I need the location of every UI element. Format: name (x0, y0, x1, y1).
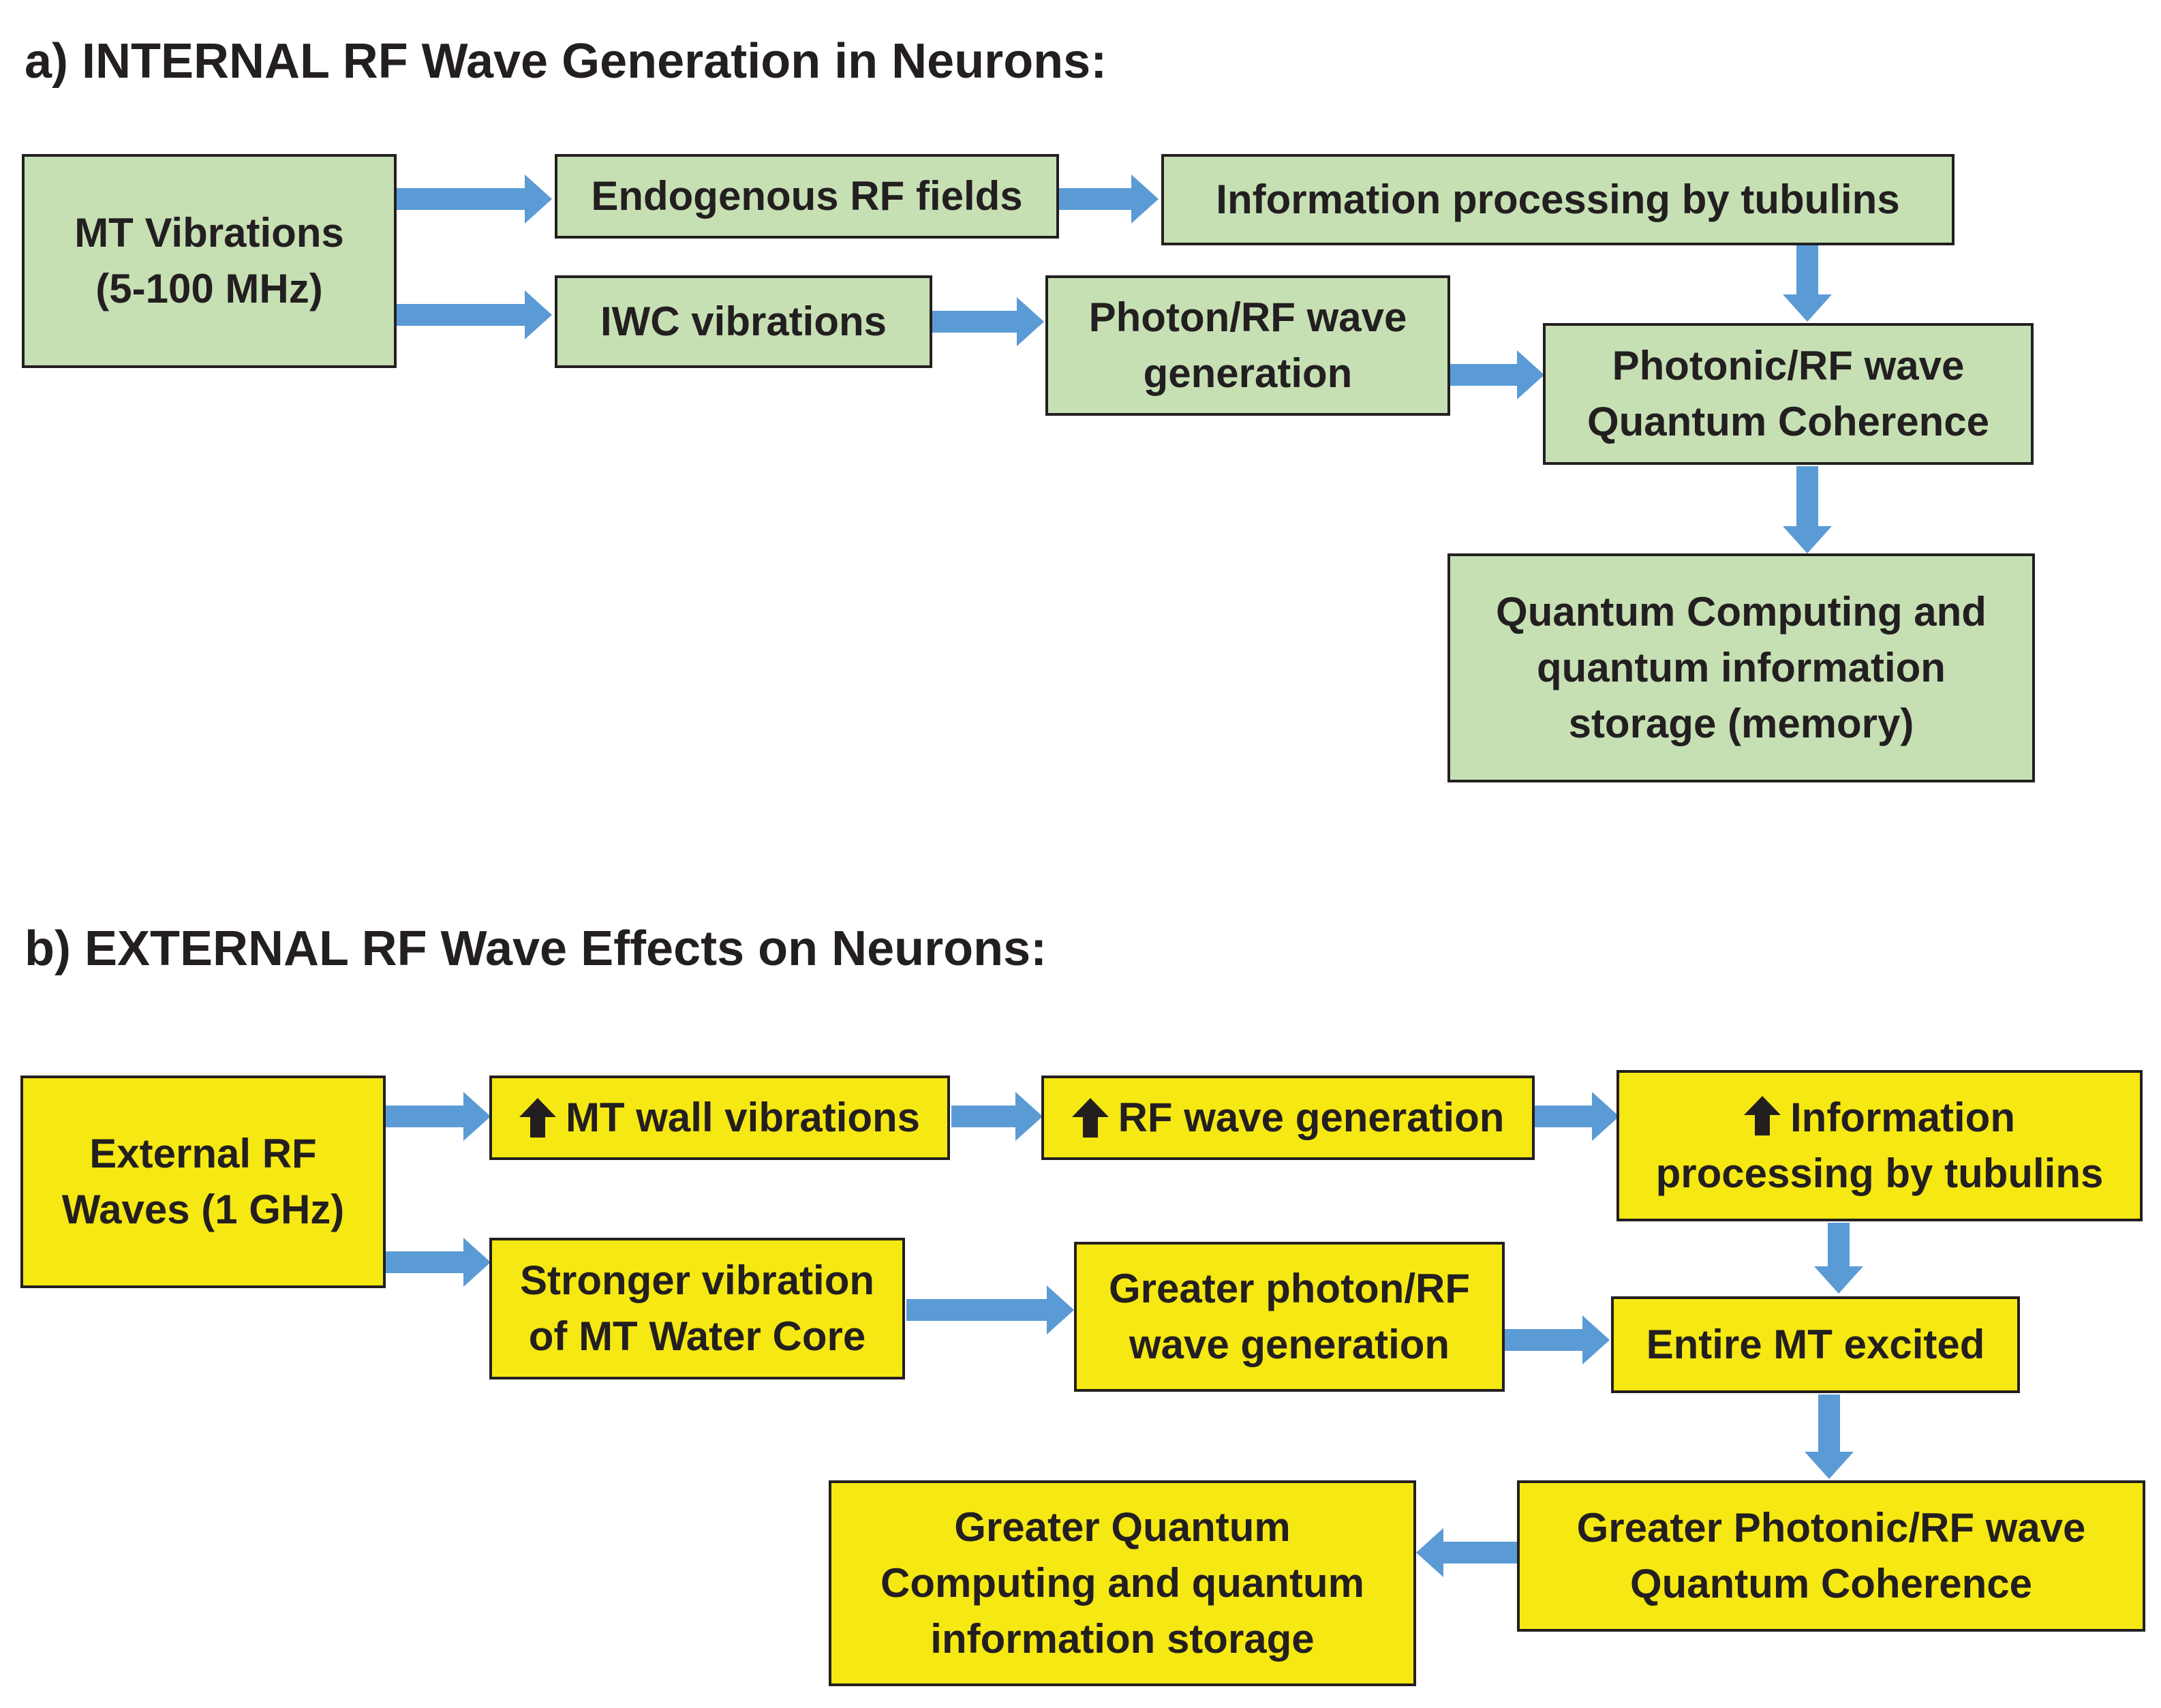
greater-quantum-computing-box: Greater Quantum Computing and quantum in… (829, 1480, 1416, 1686)
information-processing-b-label: Information processing by tubulins (1655, 1095, 2104, 1196)
photon-rf-generation-box: Photon/RF wave generation (1045, 275, 1450, 416)
mt-wall-vibrations-box: MT wall vibrations (489, 1076, 950, 1160)
mt-wall-vibrations-label: MT wall vibrations (565, 1095, 921, 1140)
quantum-computing-box: Quantum Computing and quantum informatio… (1447, 553, 2035, 782)
entire-mt-excited-box: Entire MT excited (1611, 1296, 2020, 1393)
external-rf-waves-box: External RF Waves (1 GHz) (20, 1076, 386, 1288)
up-arrow-icon (519, 1098, 556, 1138)
information-processing-b-box: Information processing by tubulins (1616, 1070, 2143, 1221)
up-arrow-icon (1744, 1096, 1781, 1135)
greater-coherence-box: Greater Photonic/RF wave Quantum Coheren… (1517, 1480, 2145, 1632)
mt-vibrations-box: MT Vibrations (5-100 MHz) (22, 154, 397, 368)
greater-photon-generation-box: Greater photon/RF wave generation (1074, 1242, 1505, 1392)
left-arrow-icon (1416, 1528, 1518, 1577)
right-arrow-icon (386, 1092, 491, 1141)
down-arrow-icon (1814, 1223, 1863, 1294)
right-arrow-icon (932, 297, 1044, 346)
rf-wave-generation-box: RF wave generation (1041, 1076, 1535, 1160)
right-arrow-icon (1503, 1315, 1610, 1364)
endogenous-rf-fields-box: Endogenous RF fields (555, 154, 1059, 239)
rf-wave-generation-label: RF wave generation (1118, 1095, 1505, 1140)
photonic-coherence-box: Photonic/RF wave Quantum Coherence (1543, 323, 2034, 465)
section-a-heading: a) INTERNAL RF Wave Generation in Neuron… (25, 34, 1107, 89)
right-arrow-icon (906, 1285, 1074, 1335)
up-arrow-icon (1071, 1098, 1109, 1138)
section-b-heading: b) EXTERNAL RF Wave Effects on Neurons: (25, 921, 1047, 976)
stronger-vibration-box: Stronger vibration of MT Water Core (489, 1238, 905, 1379)
right-arrow-icon (1535, 1092, 1619, 1141)
information-processing-b-line: Information processing by tubulins (1656, 1090, 2104, 1202)
right-arrow-icon (395, 290, 552, 339)
right-arrow-icon (395, 174, 552, 224)
iwc-vibrations-box: IWC vibrations (555, 275, 932, 368)
right-arrow-icon (951, 1092, 1043, 1141)
down-arrow-icon (1805, 1394, 1854, 1479)
right-arrow-icon (1450, 350, 1544, 399)
down-arrow-icon (1783, 466, 1832, 553)
right-arrow-icon (386, 1238, 491, 1287)
information-processing-box: Information processing by tubulins (1161, 154, 1955, 245)
right-arrow-icon (1059, 174, 1159, 224)
down-arrow-icon (1783, 245, 1832, 322)
